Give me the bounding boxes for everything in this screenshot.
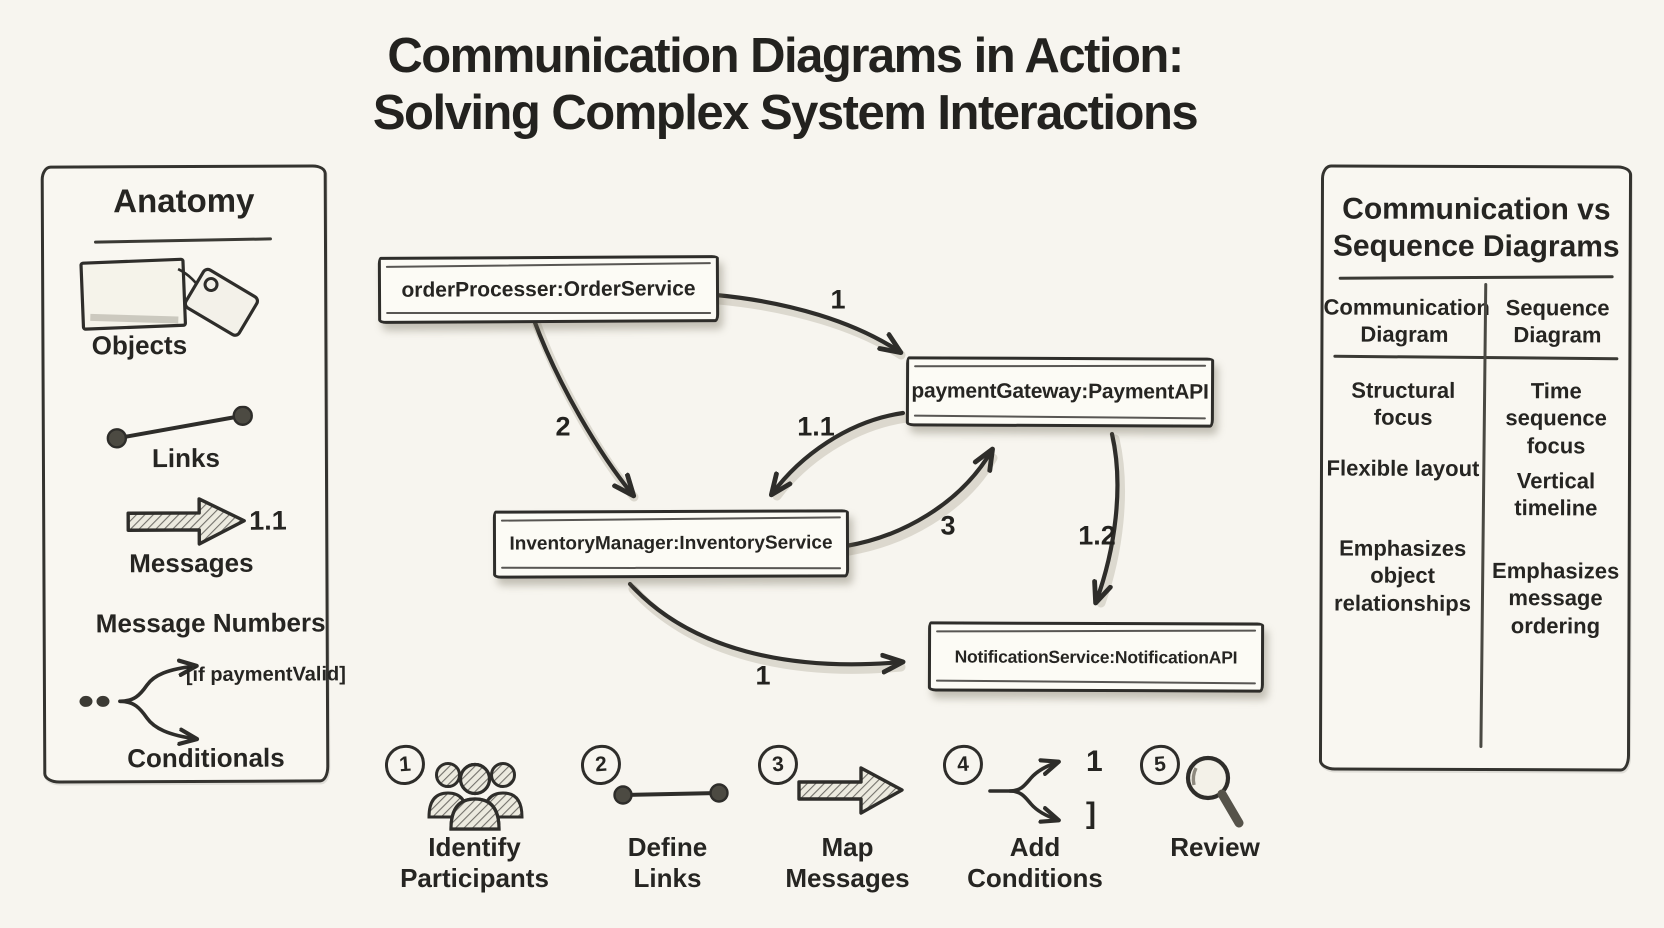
conditional-fork-icon (988, 747, 1080, 835)
page-title-line1: Communication Diagrams in Action: (387, 29, 1184, 83)
node-notification-service: NotificationService:NotificationAPI (927, 621, 1265, 693)
step-4-fork-bottom-glyph: ] (1086, 797, 1096, 830)
anatomy-message-numbers-label: Message Numbers (95, 607, 326, 639)
message-number-1: 1 (830, 284, 846, 315)
arrow-order-to-inventory (531, 317, 633, 495)
step-4-label: Add Conditions (967, 832, 1103, 894)
step-define-links: 2 Define Links (565, 743, 770, 910)
node-order-processer: orderProcesser:OrderService (377, 255, 720, 324)
anatomy-conditionals-label: Conditionals (127, 742, 285, 774)
link-icon (106, 405, 253, 449)
step-5-number: 5 (1138, 743, 1182, 787)
comparison-column-communication: Communication Diagram (1323, 294, 1490, 348)
conditional-fork-icon (79, 653, 224, 764)
people-icon (427, 762, 524, 831)
anatomy-objects-label: Objects (91, 329, 188, 361)
step-1-number: 1 (383, 743, 427, 787)
arrow-inventory-to-payment (843, 450, 992, 549)
arrow-payment-to-inventory (772, 410, 906, 494)
message-number-1-2: 1.2 (1078, 520, 1116, 551)
comparison-column-sequence: Sequence Diagram (1505, 295, 1610, 348)
step-5-label: Review (1170, 832, 1260, 862)
comparison-heading-line2: Sequence Diagrams (1332, 229, 1620, 264)
message-number-1-1: 1.1 (797, 411, 835, 442)
comparison-cell-time-sequence-focus: Time sequence focus (1505, 378, 1607, 458)
link-icon (613, 783, 729, 805)
step-4-number: 4 (941, 743, 985, 787)
comparison-panel: Communication vs Sequence Diagrams Commu… (1318, 164, 1633, 772)
comparison-heading-line1: Communication vs (1342, 192, 1611, 227)
comparison-cell-object-relationships: Emphasizes object relationships (1334, 535, 1472, 616)
arrow-inventory-to-notification (627, 581, 902, 664)
step-1-label: Identify Participants (400, 832, 549, 894)
comparison-heading: Communication vs Sequence Diagrams (1324, 191, 1629, 266)
comparison-cell-structural-focus: Structural focus (1351, 377, 1456, 431)
node-inventory-manager: InventoryManager:InventoryService (492, 509, 850, 579)
step-review: 5 Review (1115, 743, 1315, 910)
message-number-2: 2 (555, 411, 571, 442)
anatomy-heading-underline (93, 237, 272, 244)
arrow-payment-to-notification (1096, 431, 1120, 602)
page-title: Communication Diagrams in Action: Solvin… (320, 28, 1250, 142)
anatomy-links-label: Links (151, 442, 220, 474)
anatomy-message-number-badge: 1.1 (249, 505, 287, 536)
step-3-label: Map Messages (785, 832, 910, 894)
anatomy-heading: Anatomy (113, 181, 255, 220)
step-4-fork-top-glyph: 1 (1086, 745, 1103, 778)
message-arrow-icon (797, 766, 904, 815)
objects-icon (79, 257, 260, 337)
comparison-heading-underline (1338, 275, 1614, 280)
message-number-1b: 1 (755, 660, 771, 691)
step-add-conditions: 4 1 ] Add Conditions (930, 743, 1140, 910)
comparison-cell-message-ordering: Emphasizes message ordering (1492, 558, 1620, 638)
magnifier-icon (1185, 755, 1244, 828)
comparison-cell-flexible-layout: Flexible layout (1326, 455, 1480, 482)
arrow-order-to-payment (713, 292, 900, 352)
message-number-3: 3 (940, 510, 956, 541)
step-2-label: Define Links (627, 832, 708, 894)
anatomy-messages-label: Messages (129, 547, 254, 579)
node-payment-gateway: paymentGateway:PaymentAPI (905, 356, 1215, 428)
step-identify-participants: 1 Identify Participants (372, 743, 577, 910)
conditional-guard-text: [if paymentValid] (185, 663, 346, 686)
step-map-messages: 3 Map Messages (745, 743, 950, 910)
page-title-line2: Solving Complex System Interactions (372, 85, 1199, 140)
anatomy-panel: Anatomy Objects Links 1.1 Messages Messa (40, 164, 346, 784)
comparison-cell-vertical-timeline: Vertical timeline (1514, 468, 1598, 521)
comparison-header-rule (1333, 354, 1619, 360)
step-3-number: 3 (756, 743, 800, 787)
message-arrow-icon (126, 497, 246, 546)
